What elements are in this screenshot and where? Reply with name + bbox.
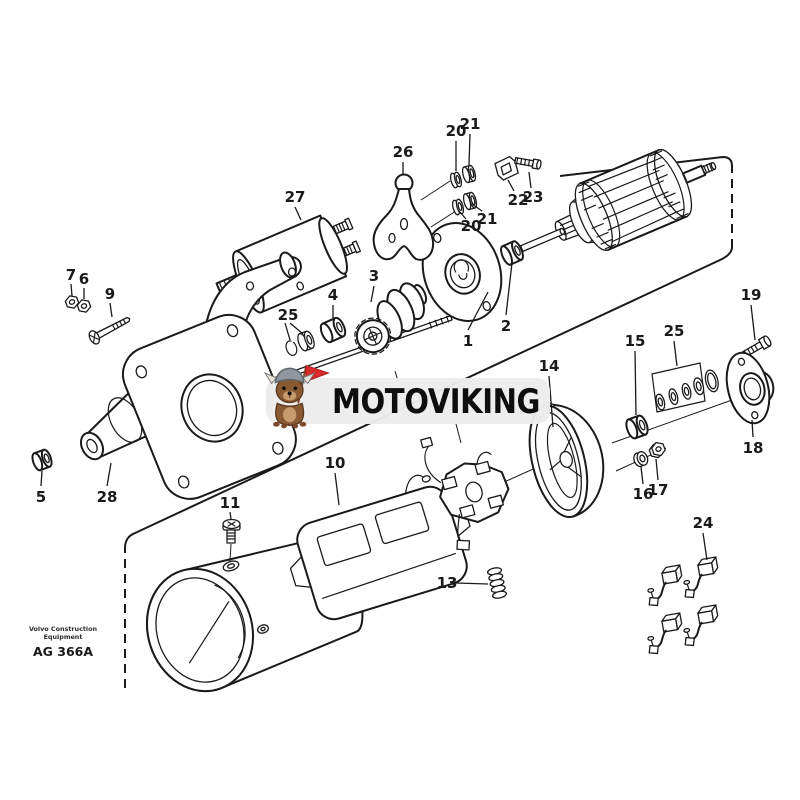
callout-leader-25 — [289, 322, 304, 335]
bracket-flange — [121, 313, 297, 500]
watermark-banner — [266, 378, 550, 424]
part-label-23: 23 — [523, 188, 544, 206]
callout-leader-24 — [702, 532, 708, 561]
part-13-spring — [486, 567, 508, 599]
callout-leader-20 — [458, 210, 467, 220]
callout-leader-2 — [505, 262, 513, 316]
viking-dog-mascot-icon — [263, 364, 331, 429]
callout-leader-17 — [655, 458, 659, 481]
callout-leader-25 — [673, 340, 678, 367]
part-18-end-plate — [725, 351, 775, 425]
footer-line1: Volvo Construction — [29, 625, 98, 633]
part-label-24: 24 — [693, 514, 714, 532]
part-label-6: 6 — [79, 270, 89, 288]
callout-leader-21 — [468, 133, 471, 166]
part-label-20: 20 — [446, 122, 467, 140]
part-11-screw — [222, 518, 241, 562]
part-drive-end-bracket — [121, 251, 302, 500]
part-1-bracket-plate — [421, 222, 503, 322]
callout-leader-23 — [528, 171, 532, 189]
callout-leader-19 — [750, 304, 756, 341]
footer-code: AG 366A — [33, 644, 93, 659]
part-label-26: 26 — [393, 143, 414, 161]
callout-leader-5 — [40, 470, 43, 487]
part-label-9: 9 — [105, 285, 115, 303]
part-label-11: 11 — [220, 494, 241, 512]
callout-leader-11 — [229, 511, 232, 520]
part-label-15: 15 — [625, 332, 646, 350]
part-24-brush-set — [647, 556, 719, 655]
callouts: 1234567910111314151617181920212021222324… — [36, 115, 764, 592]
footer-line2: Equipment — [44, 633, 83, 641]
callout-leader-10 — [334, 472, 340, 506]
part-label-20: 20 — [461, 217, 482, 235]
part-3-drive-pinion — [354, 282, 428, 355]
part-label-18: 18 — [743, 439, 764, 457]
part-label-10: 10 — [325, 454, 346, 472]
part-9-screw — [88, 316, 131, 345]
part-label-14: 14 — [539, 357, 560, 375]
part-label-17: 17 — [648, 481, 669, 499]
part-26-fork — [372, 173, 435, 261]
axis-line-5 — [420, 180, 451, 201]
part-label-21: 21 — [477, 210, 498, 228]
part-label-7: 7 — [66, 266, 76, 284]
part-label-2: 2 — [501, 317, 511, 335]
footer-attribution: Volvo Construction Equipment AG 366A — [29, 625, 98, 659]
callout-leader-25 — [284, 322, 291, 341]
callout-leader-13 — [455, 582, 489, 585]
part-2-bushing — [500, 240, 524, 266]
part-label-22: 22 — [508, 191, 529, 209]
motoviking-watermark: MOTOVIKING — [263, 364, 550, 429]
axis-line-1 — [455, 423, 462, 444]
part-label-3: 3 — [369, 267, 379, 285]
part-label-25: 25 — [278, 306, 299, 324]
part-armature — [554, 148, 717, 251]
callout-leader-1 — [467, 291, 489, 331]
part-label-27: 27 — [285, 188, 306, 206]
part-10-field-frame — [289, 474, 471, 621]
part-5-bushing — [31, 448, 53, 472]
part-25-washers-right — [651, 362, 719, 413]
part-23-screw — [514, 156, 542, 170]
callout-leader-18 — [751, 419, 754, 438]
callout-leader-22 — [507, 179, 515, 192]
callout-leader-27 — [294, 206, 302, 221]
part-label-5: 5 — [36, 488, 46, 506]
watermark-brand-text: MOTOVIKING — [332, 382, 540, 422]
callout-leader-15 — [634, 350, 637, 416]
part-7-nut — [64, 295, 80, 309]
part-brush-holder — [420, 436, 510, 551]
part-label-1: 1 — [463, 332, 473, 350]
part-shaft-stub — [519, 227, 566, 253]
part-15-bushing — [625, 414, 649, 440]
part-label-28: 28 — [97, 488, 118, 506]
part-16-washer — [633, 451, 649, 468]
callout-leader-16 — [640, 466, 644, 485]
part-label-4: 4 — [328, 286, 338, 304]
part-17-nut — [648, 441, 666, 459]
part-20-21-washers — [449, 164, 478, 216]
part-25-washers-left — [285, 330, 315, 356]
part-label-19: 19 — [741, 286, 762, 304]
callout-leader-28 — [106, 462, 112, 487]
part-4-bushing — [319, 316, 347, 344]
callout-leader-3 — [370, 285, 375, 303]
part-label-25: 25 — [664, 322, 685, 340]
callout-leader-14 — [548, 375, 554, 428]
part-label-13: 13 — [437, 574, 458, 592]
part-label-16: 16 — [633, 485, 654, 503]
callout-leader-9 — [109, 302, 113, 318]
part-6-nut — [76, 299, 92, 313]
callout-leader-7 — [70, 283, 73, 297]
callout-leader-21 — [471, 203, 483, 212]
part-label-21: 21 — [460, 115, 481, 133]
part-22-clip — [494, 155, 519, 181]
